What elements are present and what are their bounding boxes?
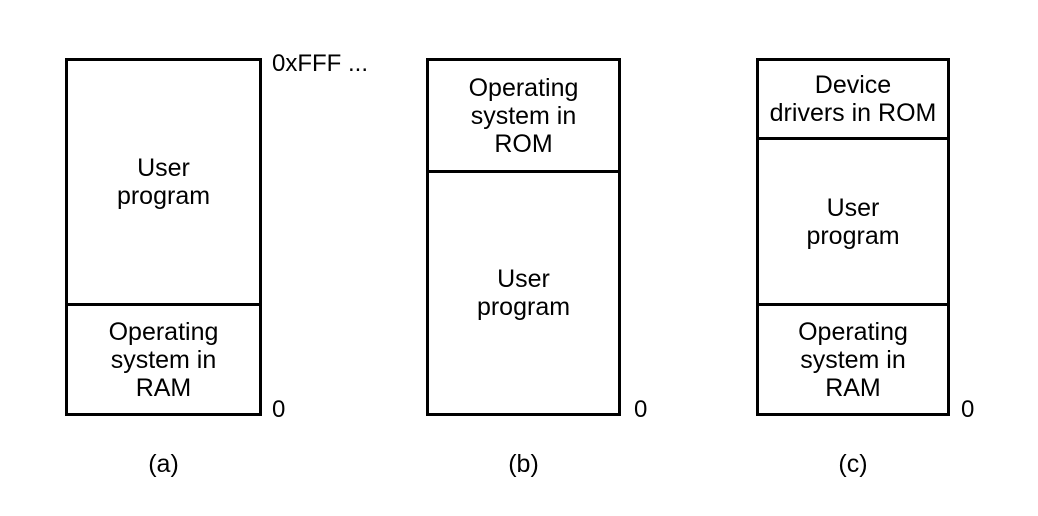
memory-box-a: User program Operating system in RAM [65,58,262,416]
section-a-user-program: User program [116,154,211,210]
section-c-os-in-ram: Operating system in RAM [759,303,947,413]
caption-b: (b) [508,450,539,478]
address-label-zero-a: 0 [272,396,286,423]
section-b-os-in-rom: Operating system in ROM [468,73,579,158]
section-c-user-program: User program [759,137,947,303]
address-label-top-a: 0xFFF ... [272,50,368,77]
section-a-os-in-ram: Operating system in RAM [68,303,259,413]
caption-c: (c) [838,450,868,478]
caption-a: (a) [148,450,179,478]
address-label-zero-b: 0 [634,396,648,423]
memory-box-b: Operating system in ROM User program [426,58,621,416]
section-c-device-drivers-in-rom: Device drivers in ROM [769,71,937,127]
address-label-zero-c: 0 [961,396,975,423]
memory-box-c: Device drivers in ROM User program Opera… [756,58,950,416]
section-b-user-program: User program [429,170,618,413]
